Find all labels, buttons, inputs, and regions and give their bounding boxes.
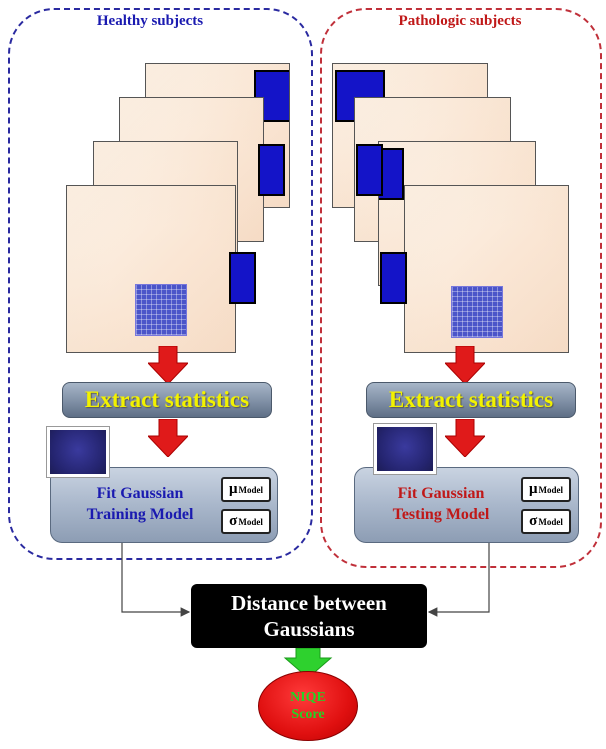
- mu-symbol: μ: [228, 481, 238, 497]
- distance-label-line: Gaussians: [263, 617, 355, 641]
- model-label-line: Testing Model: [392, 506, 490, 523]
- pathologic-patch-thumbnail: [373, 423, 437, 475]
- model-label-line: Fit Gaussian: [397, 485, 485, 502]
- pathologic-group-box: [320, 8, 602, 568]
- down-arrow-icon: [148, 419, 188, 457]
- distance-label-line: Distance between: [231, 591, 387, 615]
- healthy-image-slice: [66, 185, 236, 353]
- healthy-title: Healthy subjects: [96, 13, 204, 29]
- pathologic-image-slice: [404, 185, 569, 353]
- healthy-patch-thumbnail: [46, 426, 110, 478]
- pathologic-extract-statistics: Extract statistics: [366, 382, 576, 418]
- param-subscript: Model: [238, 484, 264, 495]
- param-subscript: Model: [538, 484, 564, 495]
- pathologic-connector-line: [427, 543, 490, 617]
- score-label-line: NIQE: [290, 690, 326, 705]
- healthy-connector-line: [121, 543, 191, 617]
- green-down-arrow-icon: [283, 647, 333, 679]
- down-arrow-icon: [445, 419, 485, 457]
- model-label-line: Fit Gaussian: [96, 485, 184, 502]
- healthy-extract-statistics: Extract statistics: [62, 382, 272, 418]
- mu-symbol: μ: [528, 481, 538, 497]
- param-subscript: Model: [238, 516, 263, 527]
- pathologic-title: Pathologic subjects: [398, 13, 522, 29]
- image-patch-grid: [451, 286, 503, 338]
- image-patch: [380, 252, 407, 304]
- model-label-line: Training Model: [86, 506, 194, 523]
- image-patch: [229, 252, 256, 304]
- pathologic-model-label: Fit Gaussian Testing Model: [361, 483, 521, 525]
- down-arrow-icon: [148, 346, 188, 384]
- sigma-symbol: σ: [229, 513, 238, 529]
- sigma-symbol: σ: [529, 513, 538, 529]
- image-patch: [379, 148, 404, 200]
- param-subscript: Model: [538, 516, 563, 527]
- healthy-model-label: Fit Gaussian Training Model: [59, 483, 221, 525]
- image-patch: [356, 144, 383, 196]
- distance-between-gaussians-box: Distance between Gaussians: [191, 584, 427, 648]
- down-arrow-icon: [445, 346, 485, 384]
- score-label-line: Score: [291, 707, 325, 722]
- healthy-group-box: [8, 8, 313, 560]
- image-patch: [258, 144, 285, 196]
- image-patch-grid: [135, 284, 187, 336]
- niqe-score-ellipse: NIQE Score: [258, 671, 358, 741]
